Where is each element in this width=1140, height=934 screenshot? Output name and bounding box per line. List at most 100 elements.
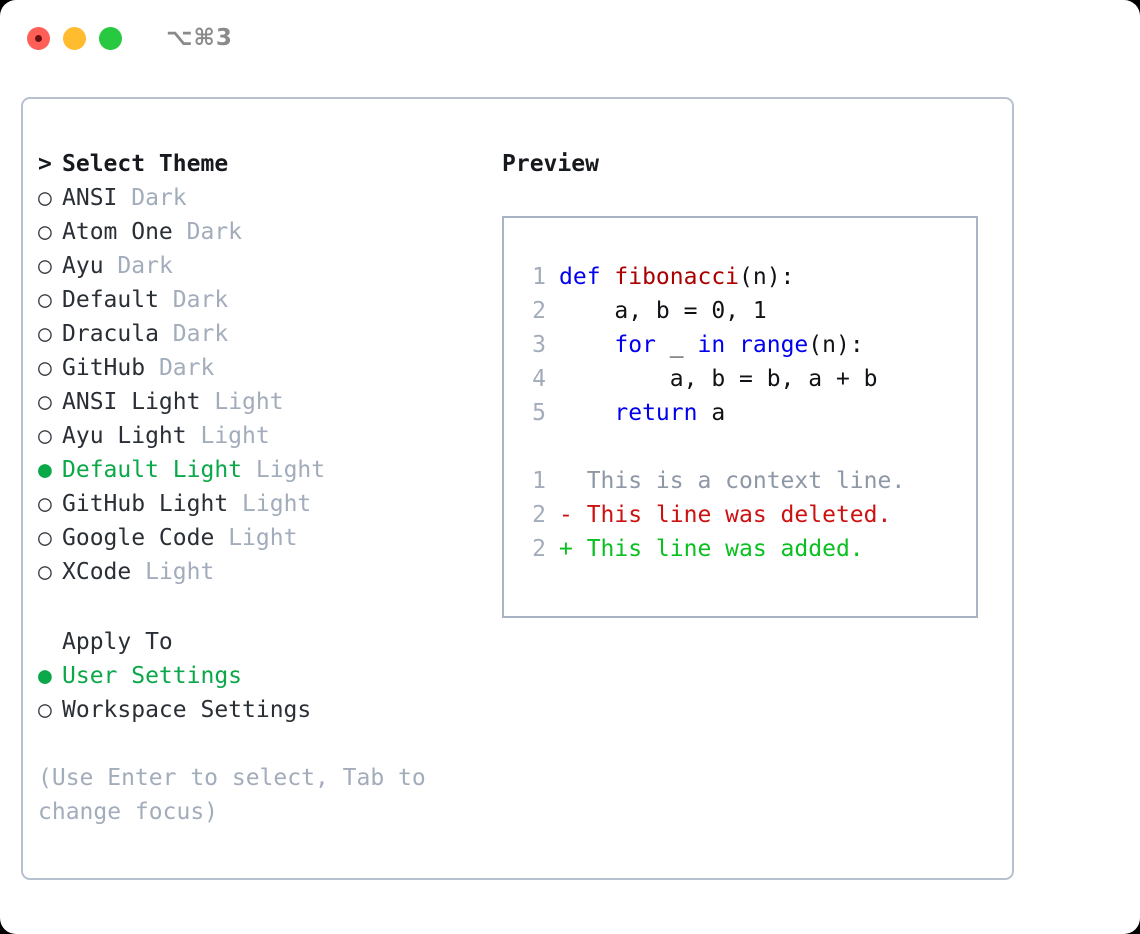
theme-list-item[interactable]: ○XCode Light	[38, 555, 498, 589]
close-button[interactable]	[27, 26, 50, 50]
theme-name-label: ANSI Light	[62, 389, 201, 415]
hint-text: (Use Enter to select, Tab to change focu…	[38, 765, 440, 825]
spacer-marker: ○	[38, 625, 62, 659]
theme-variant-tag: Light	[214, 389, 284, 415]
line-number: 2	[532, 298, 546, 324]
diff-text: - This line was deleted.	[559, 502, 892, 528]
apply-to-label: Workspace Settings	[62, 697, 312, 723]
apply-to-heading-label: Apply To	[62, 629, 173, 655]
theme-picker-heading-label: Select Theme	[62, 151, 229, 177]
radio-unselected-icon[interactable]: ○	[38, 389, 52, 415]
theme-variant-tag: Dark	[172, 321, 229, 347]
theme-picker-column: > Select Theme ○ANSI Dark○Atom One Dark○…	[38, 147, 498, 829]
caret-icon: >	[38, 151, 52, 177]
line-number: 1	[532, 264, 546, 290]
radio-unselected-icon[interactable]: ○	[38, 219, 52, 245]
code-token: a, b = 0, 1	[559, 298, 767, 324]
keyboard-shortcut-label: ⌥⌘3	[166, 25, 233, 51]
theme-list-item[interactable]: ○Ayu Light Light	[38, 419, 498, 453]
radio-unselected-icon[interactable]: ○	[38, 185, 52, 211]
label-spacer	[159, 317, 173, 351]
code-token: for	[614, 332, 656, 358]
theme-variant-tag: Dark	[131, 185, 187, 211]
code-token: a, b = b, a + b	[559, 366, 878, 392]
apply-to-item[interactable]: ○ Workspace Settings	[38, 693, 498, 727]
line-number: 5	[532, 400, 546, 426]
theme-list-item[interactable]: ○Dracula Dark	[38, 317, 498, 351]
theme-name-label: ANSI	[62, 185, 118, 211]
theme-list-item[interactable]: ○ Default Dark	[38, 283, 498, 317]
label-spacer	[131, 555, 145, 589]
code-token: (n):	[808, 332, 864, 358]
theme-list-item[interactable]: ○GitHub Dark	[38, 351, 498, 385]
theme-variant-tag: Dark	[117, 253, 173, 279]
theme-list-item[interactable]: ○ ANSI Light Light	[38, 385, 498, 419]
code-line: 5 return a	[520, 396, 905, 430]
theme-variant-tag: Light	[200, 423, 270, 449]
theme-name-label: XCode	[62, 559, 132, 585]
radio-unselected-icon[interactable]: ○	[38, 355, 52, 381]
radio-unselected-icon[interactable]: ○	[38, 697, 52, 723]
theme-name-label: Ayu	[62, 253, 104, 279]
theme-variant-tag: Light	[255, 457, 326, 483]
code-blank-line	[520, 430, 905, 464]
code-token: def	[559, 264, 615, 290]
radio-selected-icon[interactable]: ●	[38, 663, 52, 689]
code-token: _	[655, 332, 698, 358]
theme-variant-tag: Light	[242, 491, 312, 517]
code-token	[725, 332, 739, 358]
code-line: 3 for _ in range(n):	[520, 328, 905, 362]
label-spacer	[104, 249, 118, 283]
theme-name-label: Atom One	[62, 219, 173, 245]
label-spacer	[187, 419, 201, 453]
code-token: return	[614, 400, 698, 426]
line-number: 2	[532, 502, 546, 528]
theme-list-item[interactable]: ○ Ayu Dark	[38, 249, 498, 283]
radio-unselected-icon[interactable]: ○	[38, 525, 52, 551]
theme-list-item[interactable]: ○GitHub Light Light	[38, 487, 498, 521]
code-line: 2 a, b = 0, 1	[520, 294, 905, 328]
main-panel: > Select Theme ○ANSI Dark○Atom One Dark○…	[21, 97, 1014, 880]
radio-unselected-icon[interactable]: ○	[38, 491, 52, 517]
theme-list-item[interactable]: ○ Atom One Dark	[38, 215, 498, 249]
radio-selected-icon[interactable]: ●	[38, 457, 52, 483]
radio-unselected-icon[interactable]: ○	[38, 559, 52, 585]
theme-list-item[interactable]: ○Google Code Light	[38, 521, 498, 555]
title-bar: ⌥⌘3	[0, 0, 1140, 76]
theme-name-label: Default	[62, 287, 159, 313]
apply-to-item[interactable]: ●User Settings	[38, 659, 498, 693]
radio-unselected-icon[interactable]: ○	[38, 287, 52, 313]
label-spacer	[214, 521, 228, 555]
label-spacer	[159, 283, 173, 317]
radio-unselected-icon[interactable]: ○	[38, 321, 52, 347]
code-token: a	[697, 400, 726, 426]
code-line: 4 a, b = b, a + b	[520, 362, 905, 396]
diff-line: 1 This is a context line.	[520, 464, 905, 498]
line-number: 4	[532, 366, 546, 392]
code-token: range	[739, 332, 809, 358]
zoom-button[interactable]	[99, 26, 122, 50]
theme-list: ○ ANSI Dark ○ Atom One Dark ○ Ayu Dark ○ Defaul…	[38, 181, 498, 589]
theme-variant-tag: Dark	[172, 287, 229, 313]
radio-unselected-icon[interactable]: ○	[38, 253, 52, 279]
theme-list-item[interactable]: ○ ANSI Dark	[38, 181, 498, 215]
theme-variant-tag: Dark	[186, 219, 243, 245]
theme-name-label: Google Code	[62, 525, 215, 551]
theme-list-item[interactable]: ●Default Light Light	[38, 453, 498, 487]
code-token: fibonacci	[614, 264, 740, 290]
diff-text: This is a context line.	[559, 468, 906, 494]
minimize-button[interactable]	[63, 26, 86, 50]
section-spacer	[38, 589, 498, 625]
code-token: (n):	[739, 264, 795, 290]
apply-to-list: ●User Settings ○ Workspace Settings	[38, 659, 498, 727]
preview-title: Preview	[502, 151, 599, 177]
line-number: 1	[532, 468, 546, 494]
traffic-light-group	[27, 26, 122, 50]
line-number: 3	[532, 332, 546, 358]
label-spacer	[173, 215, 187, 249]
radio-unselected-icon[interactable]: ○	[38, 423, 52, 449]
